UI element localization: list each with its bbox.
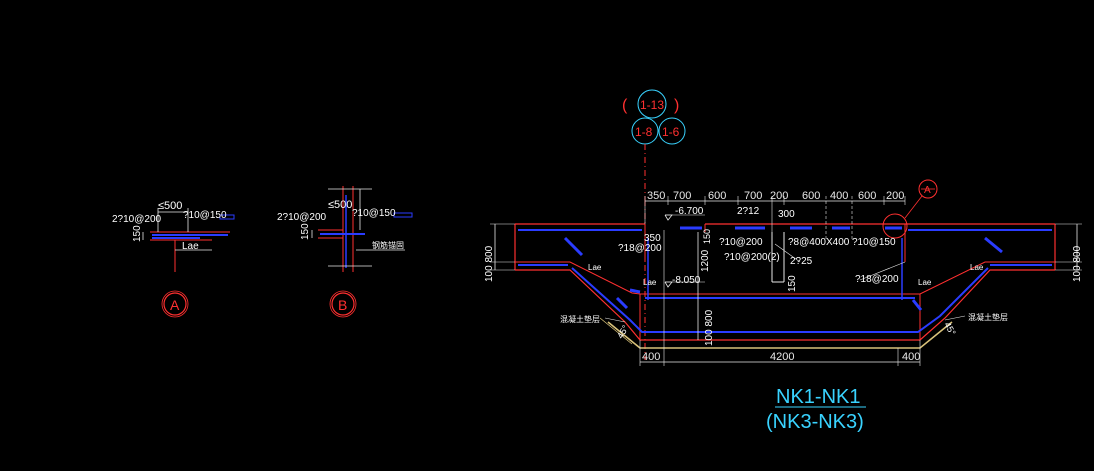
top-dim-5: 200 [770, 190, 788, 202]
detail-b-note: 钢筋锚固 [372, 240, 404, 250]
detail-a: ≤500 2?10@200 ?10@150 150 Lae A [112, 200, 235, 318]
slope-right: 45° [942, 320, 958, 337]
dim-150-top: 150 [702, 229, 712, 244]
top-dim-3: 600 [708, 190, 726, 202]
label-cushion-right: 混凝土垫层 [968, 312, 1008, 322]
detail-b-thickness: 150 [300, 223, 311, 240]
detail-a-thickness: 150 [132, 225, 143, 242]
lae-left: Lae [643, 278, 657, 287]
axis-tag-upper: 1-13 [640, 98, 664, 112]
rebar-2d25: 2?25 [790, 256, 813, 267]
rebar-2d12: 2?12 [737, 206, 760, 217]
detail-b-limit: ≤500 [328, 199, 352, 211]
axis-tag-upper-paren-left: ( [622, 97, 628, 114]
dim-1200: 1200 [700, 249, 711, 272]
section-title: NK1-NK1 [776, 386, 860, 408]
detail-b-tag: B [338, 297, 347, 313]
axis-tag-upper-paren-right: ) [674, 97, 679, 114]
bottom-dim-mid: 4200 [770, 351, 794, 363]
mid-height: 100 800 [704, 309, 715, 346]
detail-b: ≤500 2?10@200 ?10@150 150 钢筋锚固 B [277, 186, 413, 318]
detail-a-limit: ≤500 [158, 200, 182, 212]
detail-ref-tag: A [924, 185, 931, 196]
detail-a-rebar-right: ?10@150 [183, 210, 227, 221]
dim-150-mid: 150 [787, 275, 798, 292]
axis-tag-lower-left: 1-8 [635, 125, 653, 139]
left-height: 100 800 [484, 245, 495, 282]
detail-a-rebar-left: 2?10@200 [112, 214, 162, 225]
section-geometry [490, 179, 1082, 408]
dim-350: 350 [644, 233, 661, 244]
detail-b-rebar-left: 2?10@200 [277, 212, 327, 223]
rebar-10-200-2: ?10@200(2) [724, 252, 780, 263]
detail-a-tag: A [170, 297, 180, 313]
lae-slab-right: Lae [970, 263, 984, 272]
bottom-dim-left: 400 [642, 351, 660, 363]
top-dim-8: 600 [858, 190, 876, 202]
top-dimensions: 350 700 600 700 200 600 400 600 200 [647, 190, 904, 202]
label-cushion-left: 混凝土垫层 [560, 314, 600, 324]
rebar-10-150: ?10@150 [852, 237, 896, 248]
detail-a-anchor: Lae [182, 241, 199, 252]
elevation-top: -6.700 [675, 206, 704, 217]
detail-a-geometry [142, 208, 235, 318]
detail-b-geometry [311, 186, 413, 318]
rebar-18-200-right: ?18@200 [855, 274, 899, 285]
lae-slab-left: Lae [588, 263, 602, 272]
rebar-10-200: ?10@200 [719, 237, 763, 248]
rebar-18-200-left: ?18@200 [618, 243, 662, 254]
axis-tags: ( ) [622, 89, 686, 360]
axis-tag-lower-right: 1-6 [662, 125, 680, 139]
top-dim-2: 700 [673, 190, 691, 202]
dim-300: 300 [778, 209, 795, 220]
top-dim-9: 200 [886, 190, 904, 202]
top-dim-4: 700 [744, 190, 762, 202]
bottom-dim-right: 400 [902, 351, 920, 363]
rebar-8-400: ?8@400X400 [788, 237, 850, 248]
top-dim-7: 400 [830, 190, 848, 202]
top-dim-6: 600 [802, 190, 820, 202]
top-dim-1: 350 [647, 190, 665, 202]
lae-right: Lae [918, 278, 932, 287]
elevation-bottom: -8.050 [672, 275, 701, 286]
detail-b-rebar-right: ?10@150 [352, 208, 396, 219]
right-height: 100 800 [1072, 245, 1083, 282]
section-subtitle: (NK3-NK3) [766, 411, 864, 433]
